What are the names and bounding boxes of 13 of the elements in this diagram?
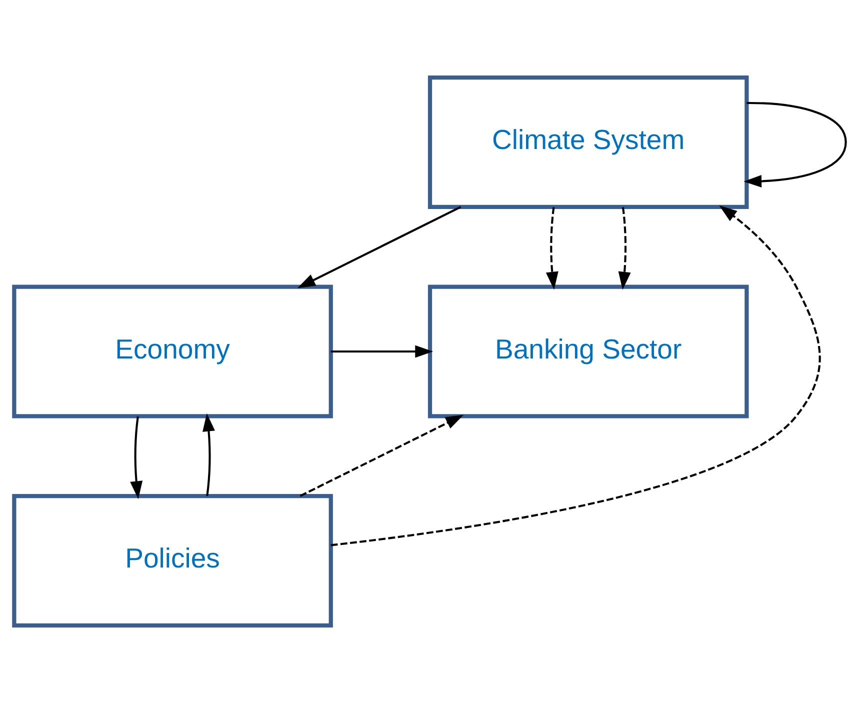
arrow bbox=[330, 204, 821, 546]
arrow bbox=[202, 412, 215, 496]
node-box: Economy bbox=[12, 284, 333, 418]
arrow bbox=[618, 206, 631, 290]
arrow bbox=[744, 101, 847, 188]
arrow bbox=[297, 206, 462, 288]
node-box: Policies bbox=[12, 494, 333, 628]
node-box: Climate System bbox=[428, 74, 749, 208]
arrow bbox=[546, 206, 558, 290]
arrow bbox=[300, 414, 464, 496]
arrow bbox=[330, 344, 434, 358]
arrow bbox=[130, 416, 143, 499]
node-box: Banking Sector bbox=[428, 284, 749, 418]
